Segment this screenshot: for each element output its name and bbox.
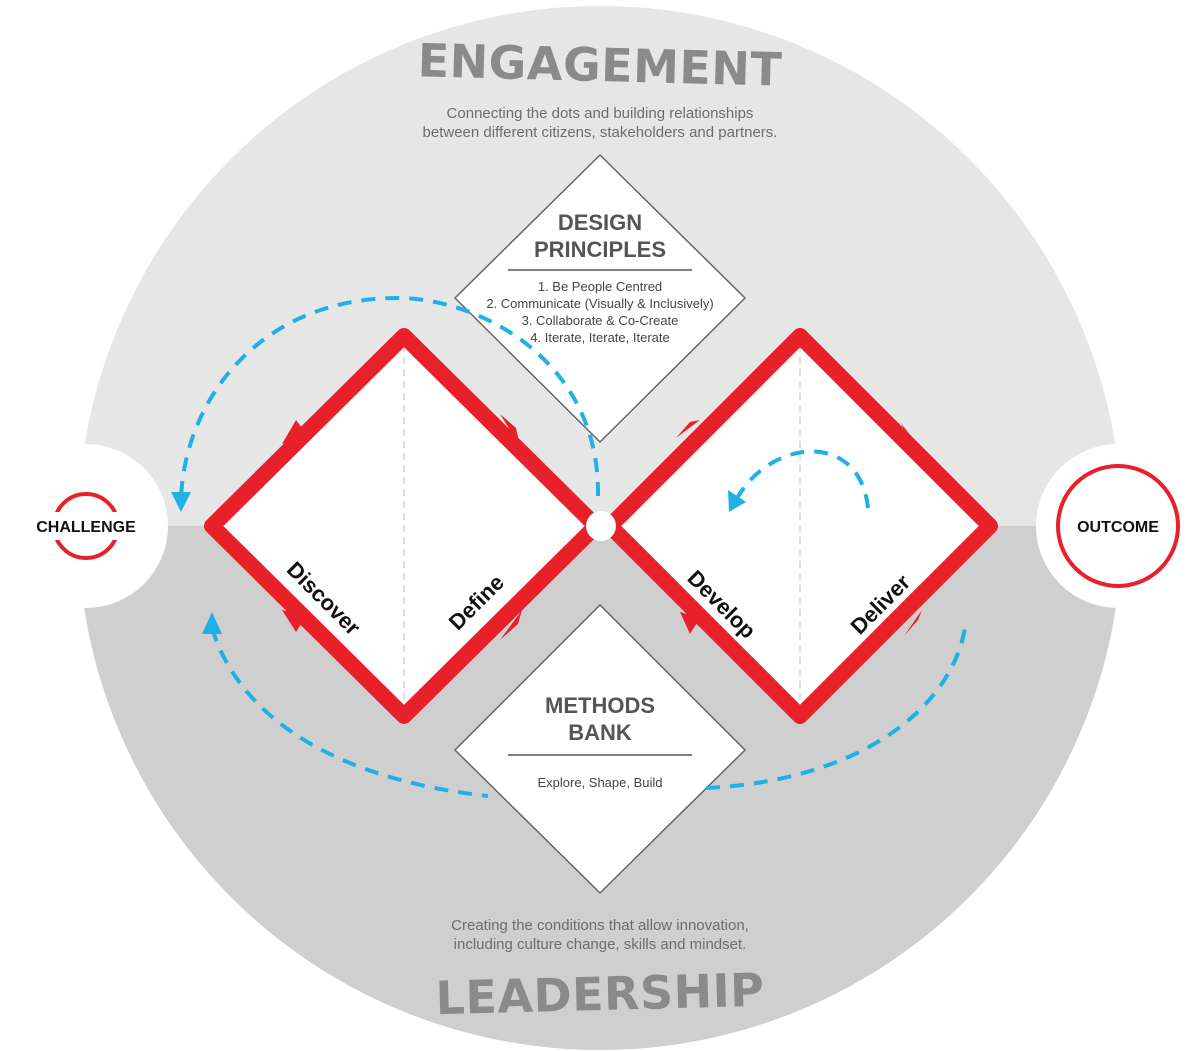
right-diamond-outline [602,328,998,724]
arrow-icon [900,422,916,450]
leadership-text-line2: including culture change, skills and min… [454,936,747,953]
arrow-icon [282,420,308,444]
arrow-icon [282,610,306,632]
outcome-ring-icon [1056,464,1180,588]
loop-bottom-right [705,619,968,790]
methods-bank-text: Explore, Shape, Build [537,775,662,790]
arrow-icon [500,414,520,446]
loop-bottom-left [210,627,489,798]
leadership-text-line1: Creating the conditions that allow innov… [451,917,749,934]
engagement-text-line1: Connecting the dots and building relatio… [447,105,754,122]
loop-arrowhead-icon [202,612,222,634]
leadership-title: LEADERSHIP [435,963,765,1026]
arrow-icon [676,420,700,438]
methods-bank-title-line2: BANK [568,720,632,745]
arrow-icon [500,610,522,640]
methods-bank-title-line1: METHODS [545,693,655,718]
design-principles-title-line2: PRINCIPLES [534,237,666,262]
design-principle-item: 1. Be People Centred [538,279,662,294]
design-principle-item: 4. Iterate, Iterate, Iterate [530,330,669,345]
outcome-bubble [1036,444,1200,608]
design-principle-item: 2. Communicate (Visually & Inclusively) [486,296,713,311]
left-diamond-outline [204,328,604,724]
engagement-text-line2: between different citizens, stakeholders… [423,124,778,141]
arrow-icon [680,612,700,634]
design-principles-title-line1: DESIGN [558,210,642,235]
design-principles-box [453,153,747,444]
loop-arrowhead-icon [171,492,191,512]
design-principle-item: 3. Collaborate & Co-Create [522,313,679,328]
loop-right-inner [734,449,870,509]
challenge-label: CHALLENGE [36,519,136,536]
center-node [586,511,616,541]
arrow-icon [904,610,922,636]
engagement-title: ENGAGEMENT [417,33,783,97]
methods-bank-box [453,603,747,895]
outcome-label: OUTCOME [1077,519,1159,536]
loop-arrowhead-icon [728,490,746,512]
